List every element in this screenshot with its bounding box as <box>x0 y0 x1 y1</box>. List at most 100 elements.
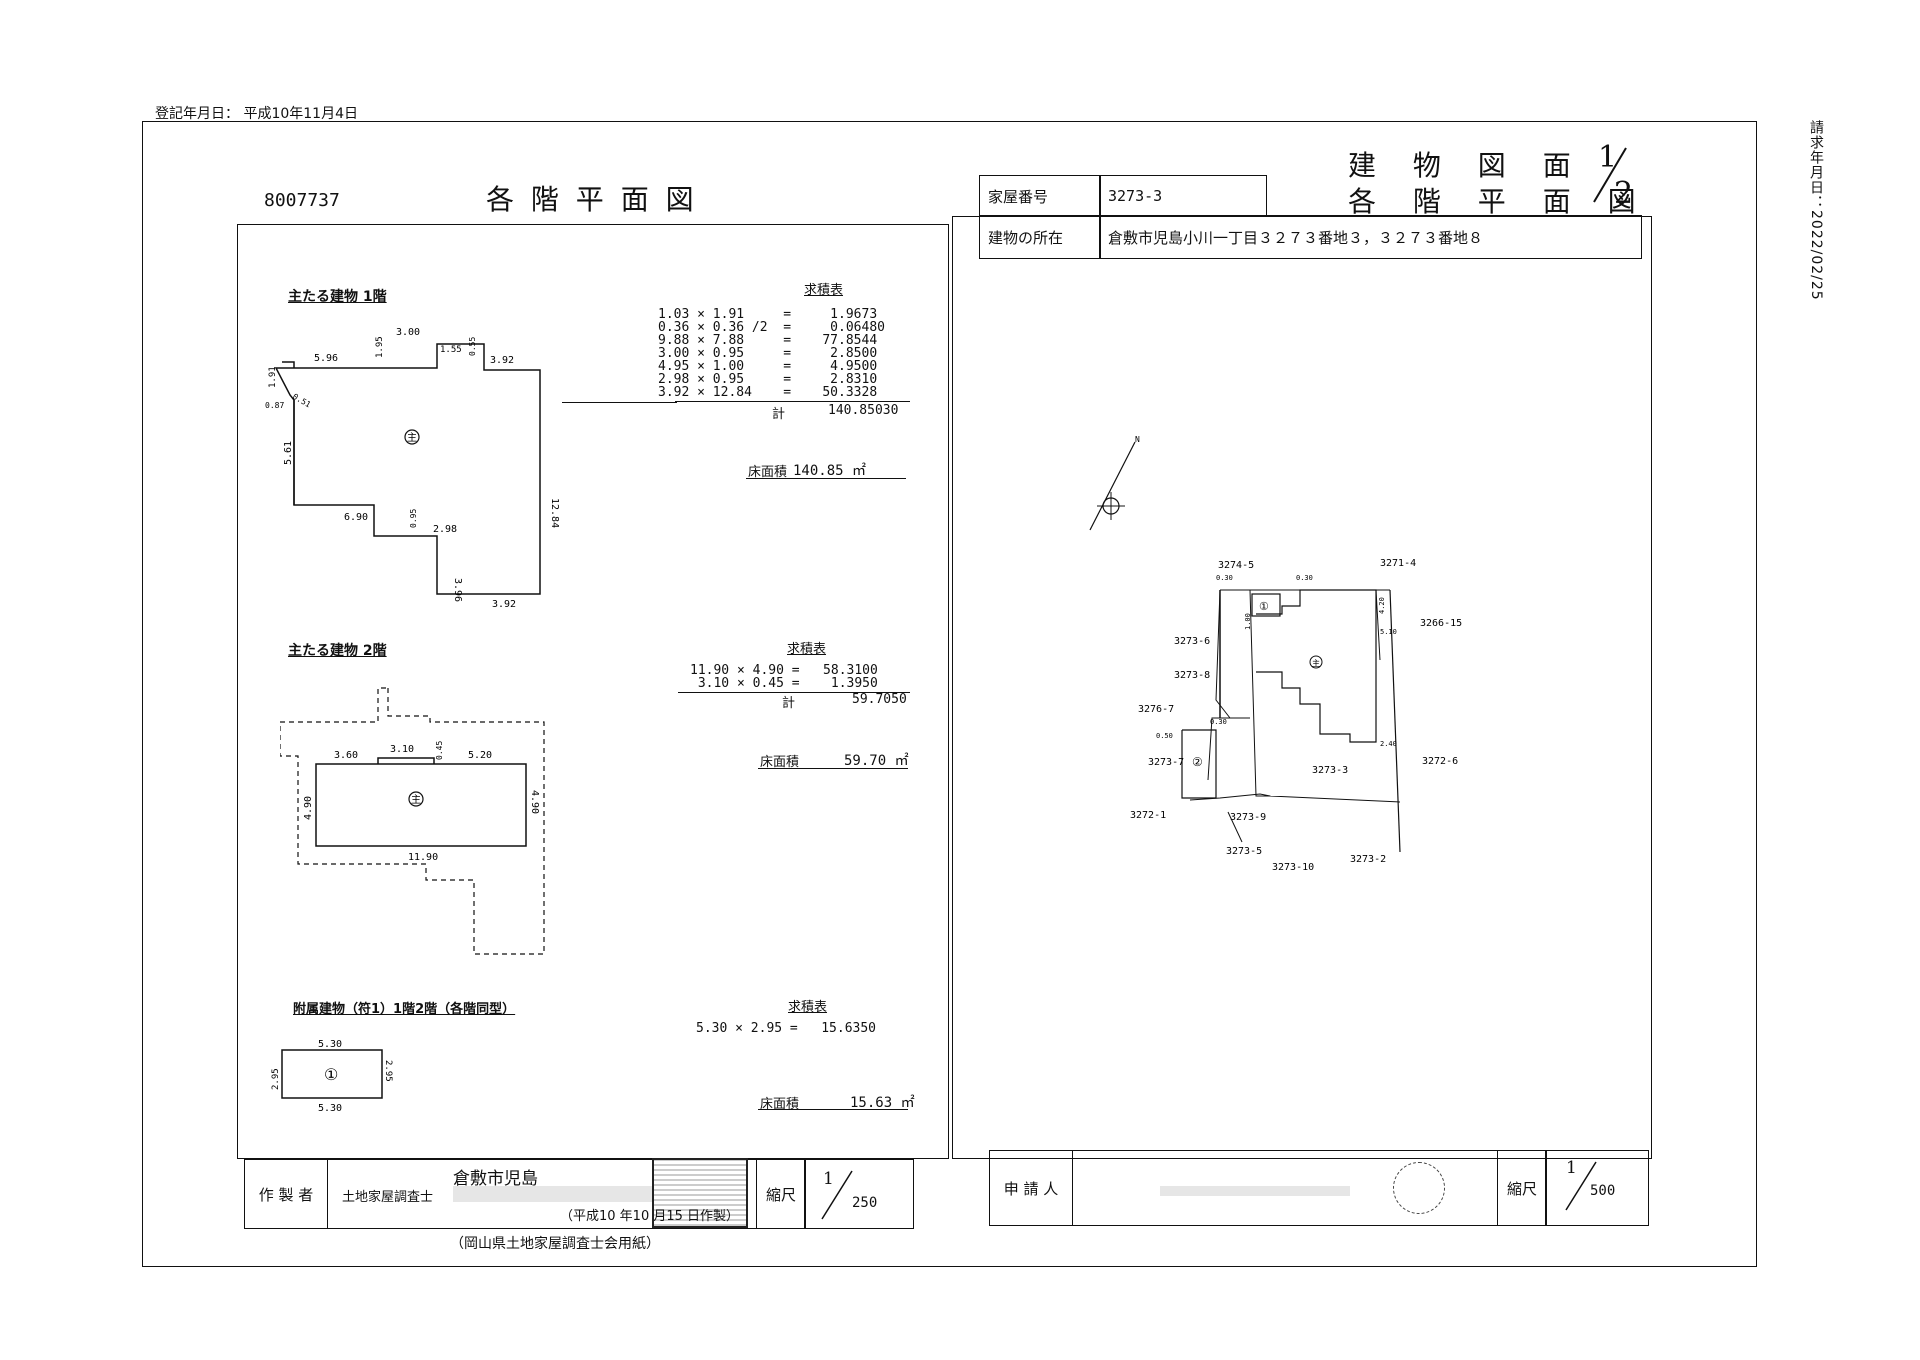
site-main-building <box>1256 589 1377 743</box>
floor1-total-rule <box>675 401 910 402</box>
north-label: N <box>1135 435 1140 444</box>
parcel-label: 3273-8 <box>1174 670 1210 681</box>
annex-area-rule <box>758 1109 908 1110</box>
floor1-area-rule <box>746 478 906 479</box>
left-title: 各 階 平 面 図 <box>486 183 698 216</box>
dim-label: 0.45 <box>435 741 444 760</box>
dim-label: 2.98 <box>433 524 457 535</box>
dim-label: 5.10 <box>1380 628 1397 636</box>
dim-label: 3.10 <box>390 744 414 755</box>
scale-num: 1 <box>823 1169 834 1189</box>
dim-label: 11.90 <box>408 852 438 863</box>
page-fraction-slash <box>1593 147 1627 203</box>
dim-label: 6.90 <box>344 512 368 523</box>
dim-label: 0.50 <box>1156 732 1173 740</box>
applicant-name-redacted <box>1160 1186 1350 1196</box>
maker-address: 倉敷市児島 <box>453 1169 538 1189</box>
dim-label: 3.92 <box>492 599 516 610</box>
calc-row: 2.98 × 0.95 = 2.8310 <box>658 372 878 387</box>
scale-den: 250 <box>852 1195 878 1211</box>
dim-label: 4.20 <box>1378 597 1386 614</box>
annex-plan: ① 5.30 2.95 2.95 5.30 <box>271 1039 393 1114</box>
scale-box-right <box>1545 1150 1649 1226</box>
floor2-footprint-dashed <box>280 687 545 955</box>
annex-outline <box>281 1049 383 1099</box>
floor2-total-value: 59.7050 <box>852 692 907 707</box>
parcel-label: 3276-7 <box>1138 704 1174 715</box>
paper-note: （岡山県土地家屋調査士会用紙） <box>450 1236 660 1252</box>
right-drawing-panel <box>952 216 1652 1159</box>
floor1-area-value: 140.85 ㎡ <box>793 463 867 479</box>
scale-slash-right <box>1565 1161 1597 1211</box>
parcel-label: 3273-3 <box>1312 765 1348 776</box>
parcel-label: 3266-15 <box>1420 618 1462 629</box>
dim-label: 3.60 <box>334 750 358 761</box>
applicant-seal <box>1393 1162 1445 1214</box>
seal-stamp <box>652 1158 748 1228</box>
parcel-label: 3273-10 <box>1272 862 1314 873</box>
scale-box <box>804 1159 914 1229</box>
scale-label-right: 縮尺 <box>1497 1150 1547 1226</box>
floor1-marker-circle <box>404 429 420 445</box>
dim-label: 5.61 <box>283 441 294 465</box>
dim-label: 1.91 <box>268 366 278 388</box>
calc-row: 5.30 × 2.95 = 15.6350 <box>696 1021 877 1036</box>
scale-num-right: 1 <box>1566 1158 1577 1178</box>
dim-label: 0.87 <box>265 401 284 410</box>
page-fraction-num: 1 <box>1598 140 1618 175</box>
house-number-label: 家屋番号 <box>979 175 1101 217</box>
dim-label: 3.92 <box>490 355 514 366</box>
house-number-value: 3273-3 <box>1099 175 1267 217</box>
date-note: （平成10 年10 月15 日作製） <box>560 1209 740 1224</box>
parcel-label: 3272-6 <box>1422 756 1458 767</box>
scale-slash <box>821 1170 853 1220</box>
outer-frame <box>142 121 1757 1267</box>
dim-label: 0.30 <box>1210 718 1227 726</box>
parcel-label: 3273-9 <box>1230 812 1266 823</box>
scale-den-right: 500 <box>1590 1183 1616 1199</box>
vertical-request-date: 請求年月日：2022/02/25 <box>1808 120 1824 301</box>
calc-row: 3.92 × 12.84 = 50.3328 <box>658 385 878 400</box>
location-label: 建物の所在 <box>979 215 1101 259</box>
dim-label: 2.40 <box>1380 740 1397 748</box>
dim-label: 2.95 <box>383 1060 393 1082</box>
page-fraction-den: 2 <box>1614 176 1634 211</box>
calc-row: 1.03 × 1.91 = 1.9673 <box>658 307 878 322</box>
floor1-title: 主たる建物 1階 <box>288 289 387 305</box>
dim-label: 1.55 <box>440 345 462 355</box>
location-value: 倉敷市児島小川一丁目３２７３番地３，３２７３番地８ <box>1099 215 1642 259</box>
parcel-label: 3273-7 <box>1148 757 1184 768</box>
parcel-label: 3273-5 <box>1226 846 1262 857</box>
floor2-area-label: 床面積 <box>760 755 800 770</box>
parcel-label: 3271-4 <box>1380 558 1416 569</box>
floor2-plan: 主 3.60 3.10 0.45 5.20 4.90 4.90 11.90 <box>280 687 545 955</box>
dim-label: 5.96 <box>314 353 338 364</box>
parcel-label: 3272-1 <box>1130 810 1166 821</box>
calc-row: 9.88 × 7.88 = 77.8544 <box>658 333 878 348</box>
annex-area-value: 15.63 ㎡ <box>850 1095 915 1111</box>
site-annex-1 <box>1251 593 1281 617</box>
dim-label: 0.55 <box>468 337 477 356</box>
dim-label: 4.90 <box>303 796 314 820</box>
maker-title: 土地家屋調査士 <box>342 1190 434 1205</box>
floor1-total-label: 計 <box>772 407 786 422</box>
floor2-calc-title: 求積表 <box>787 642 827 657</box>
doc-number: 8007737 <box>264 190 340 211</box>
parcel-label: 3273-2 <box>1350 854 1386 865</box>
site-plan: ① 主 ② 3274-5 3271-4 3266-15 3273-6 3273-… <box>1130 558 1462 873</box>
floor2-total-rule <box>678 692 910 693</box>
dim-label: 4.90 <box>529 790 540 814</box>
dim-label: 12.84 <box>549 498 560 528</box>
floor2-marker: 主 <box>411 794 421 806</box>
dim-label: 0.30 <box>1216 574 1233 582</box>
calc-row: 3.00 × 0.95 = 2.8500 <box>658 346 878 361</box>
scale-label: 縮尺 <box>756 1159 806 1229</box>
annex-calc-title: 求積表 <box>788 1000 828 1015</box>
site-marker: ② <box>1192 755 1203 769</box>
registration-date: 登記年月日： 平成10年11月4日 <box>155 106 358 122</box>
calc-row: 4.95 × 1.00 = 4.9500 <box>658 359 878 374</box>
floor2-total-label: 計 <box>782 696 796 711</box>
floor1-leader-line <box>562 402 677 403</box>
site-marker: ① <box>1259 600 1269 613</box>
floor1-total-value: 140.85030 <box>828 403 899 418</box>
